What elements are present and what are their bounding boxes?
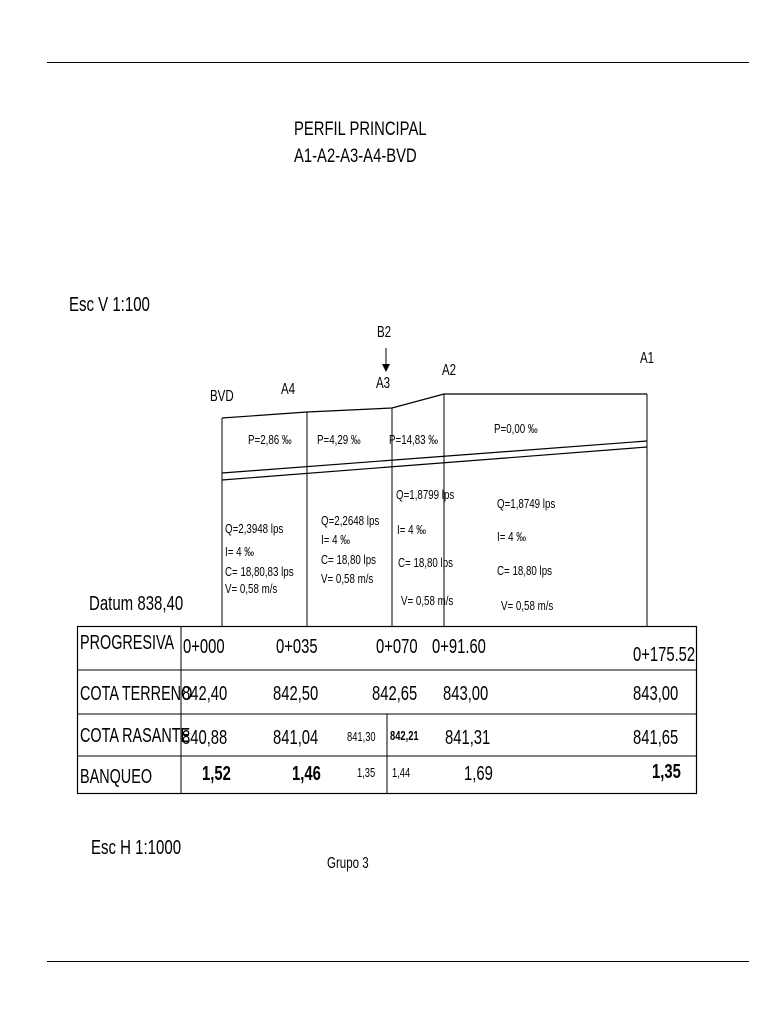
node-b2-label: B2 — [377, 324, 392, 341]
segment-2-slope: P=4,29 ‰ — [317, 432, 361, 447]
node-a3-label: A3 — [376, 375, 391, 392]
banqueo-value-4: 1,44 — [392, 765, 411, 780]
segment-1-inclination: I= 4 ‰ — [225, 544, 255, 559]
segment-3-inclination: I= 4 ‰ — [397, 522, 427, 537]
progresiva-value-5: 0+175.52 — [633, 644, 696, 666]
drawing-sheet — [47, 62, 749, 962]
cota-terreno-value-2: 842,50 — [273, 683, 319, 705]
cota-rasante-value-3: 841,30 — [347, 729, 376, 744]
segment-3-flow: Q=1,8799 lps — [396, 487, 455, 502]
segment-1-velocity: V= 0,58 m/s — [225, 581, 278, 596]
cota-rasante-value-5: 841,31 — [445, 727, 491, 749]
segment-2-capacity: C= 18,80 lps — [321, 552, 377, 567]
banqueo-value-6: 1,35 — [652, 761, 681, 783]
segment-2-inclination: I= 4 ‰ — [321, 532, 351, 547]
segment-2-velocity: V= 0,58 m/s — [321, 571, 374, 586]
group-label: Grupo 3 — [327, 855, 369, 872]
progresiva-value-1: 0+000 — [183, 636, 225, 658]
segment-4-velocity: V= 0,58 m/s — [501, 598, 554, 613]
datum-label: Datum 838,40 — [89, 593, 184, 615]
b2-arrow-head — [382, 364, 390, 372]
banqueo-value-5: 1,69 — [464, 763, 493, 785]
cota-rasante-value-6: 841,65 — [633, 727, 679, 749]
pipe-line-top — [221, 440, 648, 474]
horizontal-scale-label: Esc H 1:1000 — [91, 837, 182, 859]
cota-terreno-value-5: 843,00 — [633, 683, 679, 705]
node-a4-label: A4 — [281, 381, 296, 398]
title-line-2: A1-A2-A3-A4-BVD — [294, 146, 417, 167]
banqueo-value-1: 1,52 — [202, 763, 231, 785]
cota-terreno-value-3: 842,65 — [372, 683, 418, 705]
progresiva-value-2: 0+035 — [276, 636, 318, 658]
row-progresiva-label: PROGRESIVA — [80, 632, 175, 654]
title-line-1: PERFIL PRINCIPAL — [294, 119, 427, 140]
cota-rasante-value-4: 842,21 — [390, 728, 419, 743]
segment-3-slope: P=14,83 ‰ — [389, 432, 439, 447]
segment-1-flow: Q=2,3948 lps — [225, 521, 284, 536]
segment-4-flow: Q=1,8749 lps — [497, 496, 556, 511]
segment-1-slope: P=2,86 ‰ — [248, 432, 292, 447]
cota-rasante-value-2: 841,04 — [273, 727, 319, 749]
cota-rasante-value-1: 840,88 — [182, 727, 228, 749]
vertical-scale-label: Esc V 1:100 — [69, 294, 150, 316]
cota-terreno-value-4: 843,00 — [443, 683, 489, 705]
row-banqueo-label: BANQUEO — [80, 766, 153, 788]
node-bvd-label: BVD — [210, 388, 234, 405]
progresiva-value-4: 0+91.60 — [432, 636, 486, 658]
node-a1-label: A1 — [640, 350, 655, 367]
segment-4-slope: P=0,00 ‰ — [494, 421, 538, 436]
segment-3-velocity: V= 0,58 m/s — [401, 593, 454, 608]
segment-2-flow: Q=2,2648 lps — [321, 513, 380, 528]
row-cota-rasante-label: COTA RASANTE — [80, 725, 191, 747]
segment-4-inclination: I= 4 ‰ — [497, 529, 527, 544]
segment-4-capacity: C= 18,80 lps — [497, 563, 553, 578]
banqueo-value-3: 1,35 — [357, 765, 376, 780]
pipe-line-bottom — [221, 446, 648, 481]
cota-terreno-value-1: 842,40 — [182, 683, 228, 705]
segment-1-capacity: C= 18,80,83 lps — [225, 564, 294, 579]
row-cota-terreno-label: COTA TERRENO — [80, 683, 193, 705]
progresiva-value-3: 0+070 — [376, 636, 418, 658]
banqueo-value-2: 1,46 — [292, 763, 321, 785]
node-a2-label: A2 — [442, 362, 457, 379]
segment-3-capacity: C= 18,80 lps — [398, 555, 454, 570]
